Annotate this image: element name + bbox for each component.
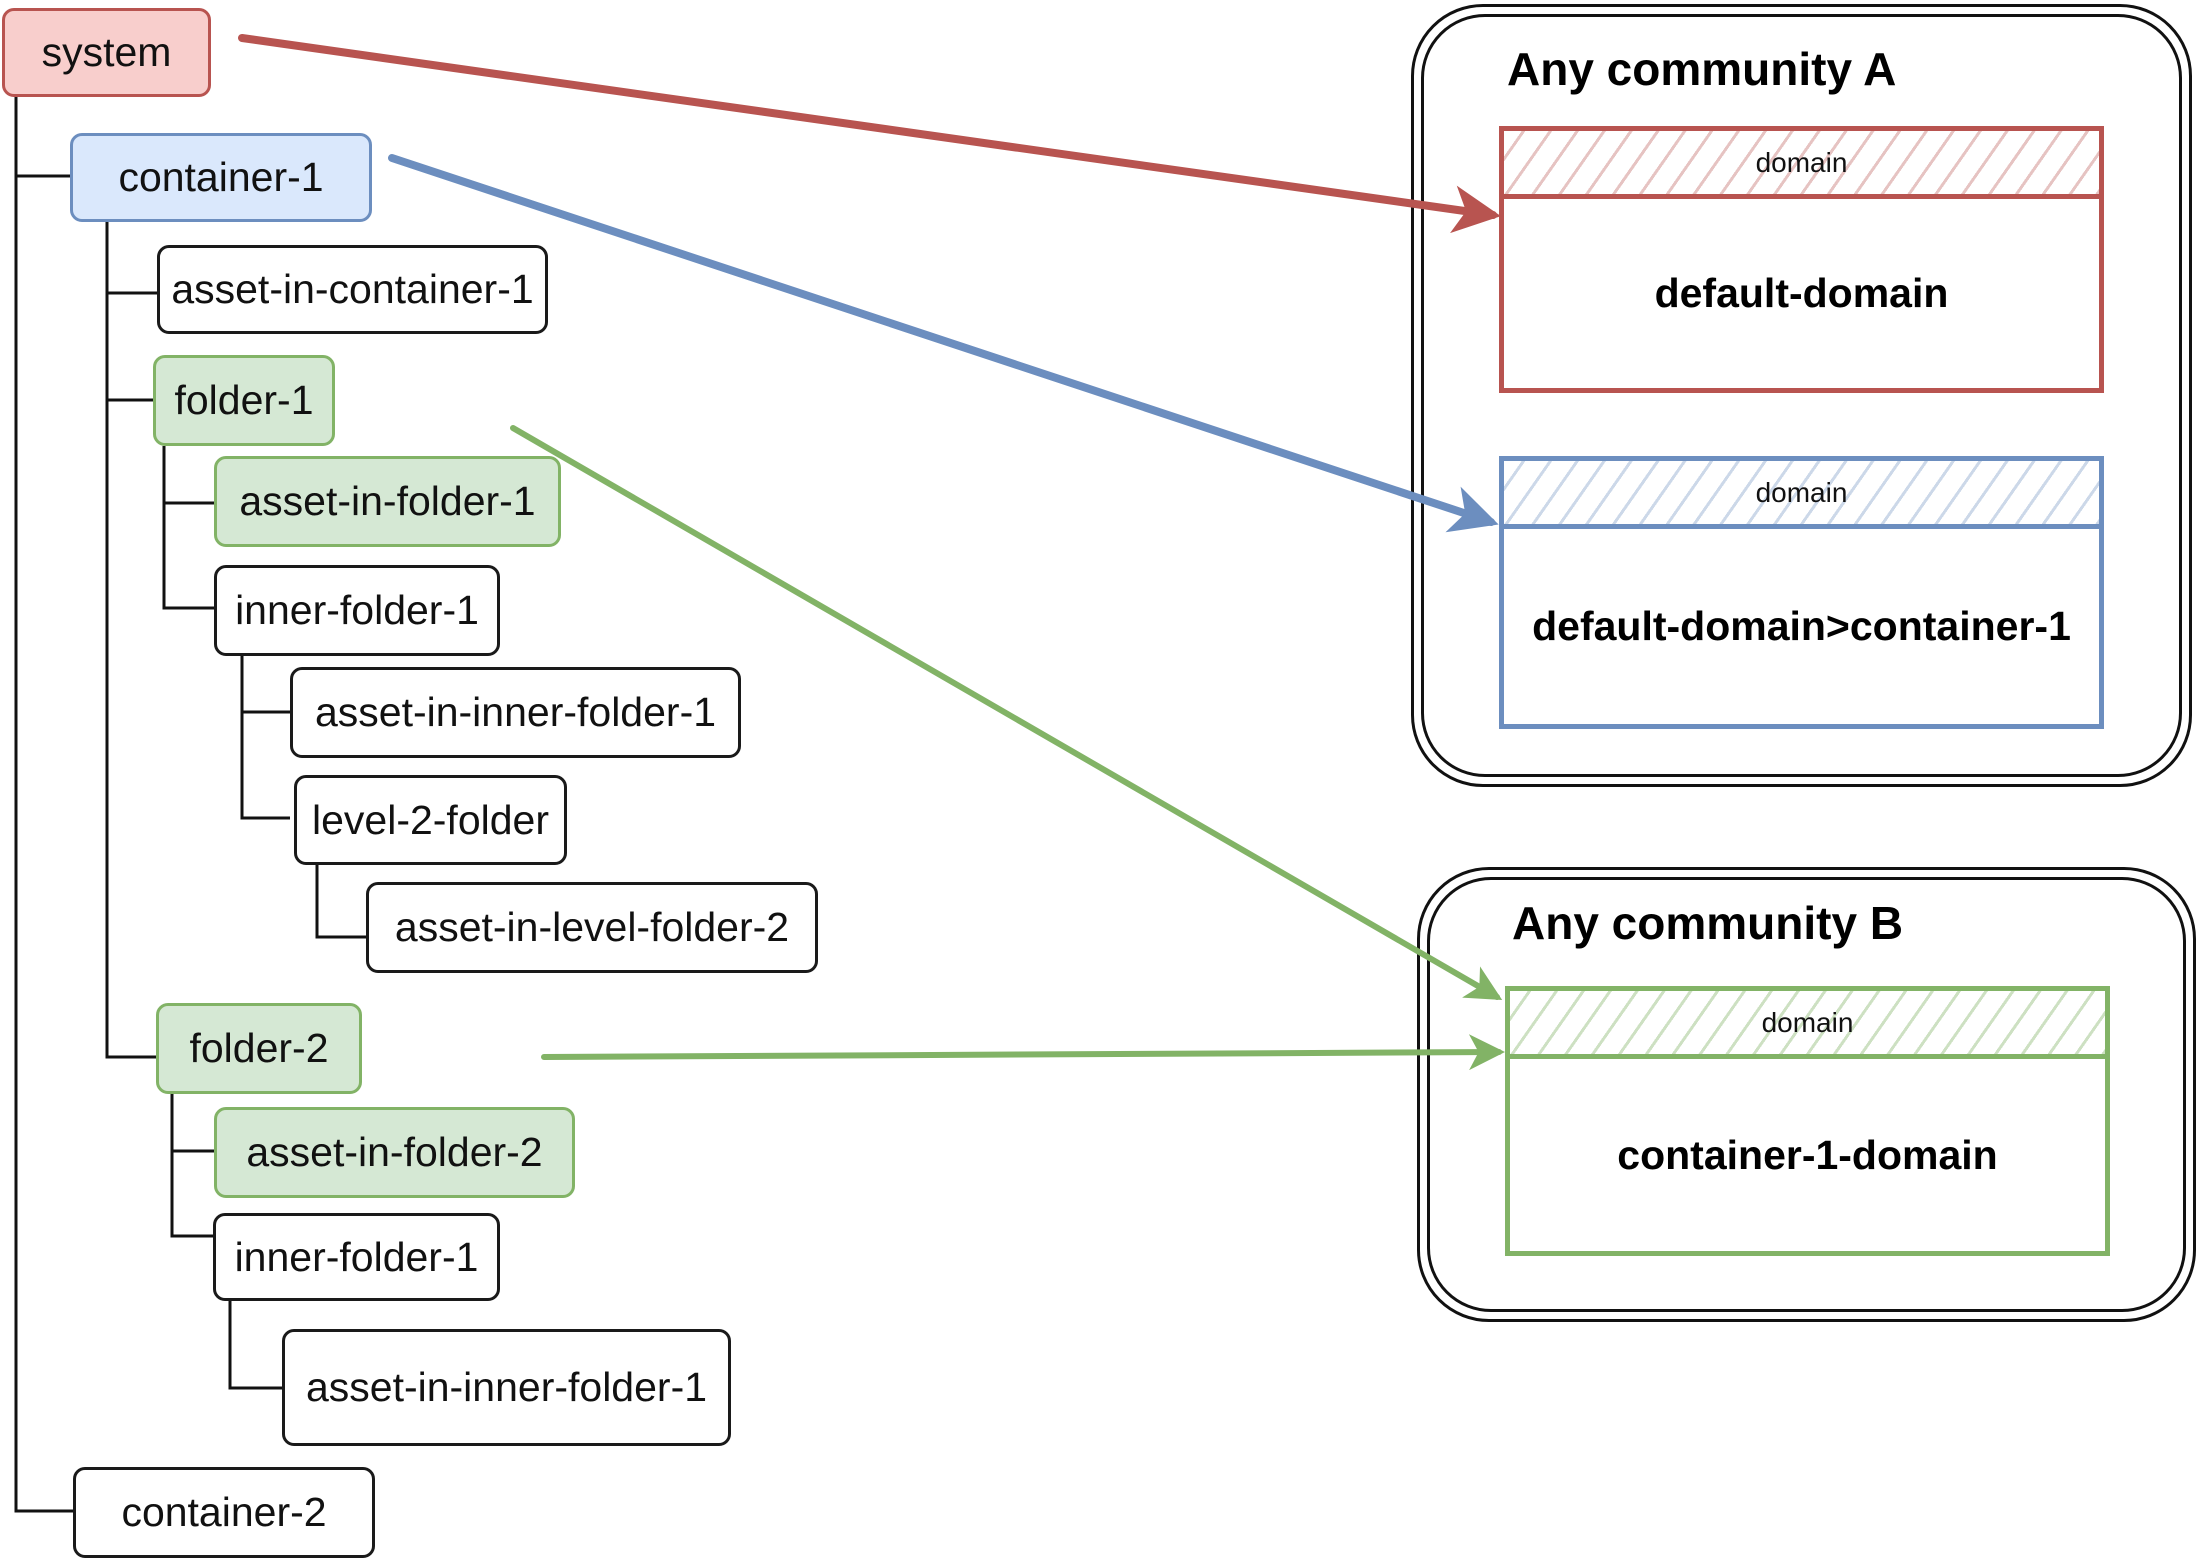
tree-node-asset-in-folder-1[interactable]: asset-in-folder-1 — [214, 456, 561, 547]
tree-node-level-2-folder[interactable]: level-2-folder — [294, 775, 567, 865]
domain-name: default-domain>container-1 — [1532, 603, 2071, 649]
tree-node-asset-in-folder-2[interactable]: asset-in-folder-2 — [214, 1107, 575, 1198]
tree-node-container-2[interactable]: container-2 — [73, 1467, 375, 1558]
tree-node-folder-2[interactable]: folder-2 — [156, 1003, 362, 1094]
domain-header: domain — [1504, 461, 2099, 529]
domain-container-1-domain[interactable]: domain container-1-domain — [1505, 986, 2110, 1256]
tree-node-asset-in-container-1[interactable]: asset-in-container-1 — [157, 245, 548, 334]
tree-node-container-1[interactable]: container-1 — [70, 133, 372, 222]
tree-node-inner-folder-1[interactable]: inner-folder-1 — [214, 565, 500, 656]
domain-name: default-domain — [1654, 270, 1949, 316]
domain-header: domain — [1510, 991, 2105, 1059]
tree-node-asset-in-level-folder-2[interactable]: asset-in-level-folder-2 — [366, 882, 818, 973]
tree-node-inner-folder-1-b[interactable]: inner-folder-1 — [213, 1213, 500, 1301]
domain-default-domain-container-1[interactable]: domain default-domain>container-1 — [1499, 456, 2104, 729]
tree-node-system[interactable]: system — [2, 8, 211, 97]
domain-default-domain[interactable]: domain default-domain — [1499, 126, 2104, 393]
tree-node-folder-1[interactable]: folder-1 — [153, 355, 335, 446]
community-b-title: Any community B — [1512, 897, 1904, 949]
tree-node-asset-in-inner-folder-1-b[interactable]: asset-in-inner-folder-1 — [282, 1329, 731, 1446]
community-a-title: Any community A — [1507, 43, 1897, 95]
domain-name: container-1-domain — [1617, 1131, 1998, 1178]
domain-header: domain — [1504, 131, 2099, 199]
tree-node-asset-in-inner-folder-1[interactable]: asset-in-inner-folder-1 — [290, 667, 741, 758]
